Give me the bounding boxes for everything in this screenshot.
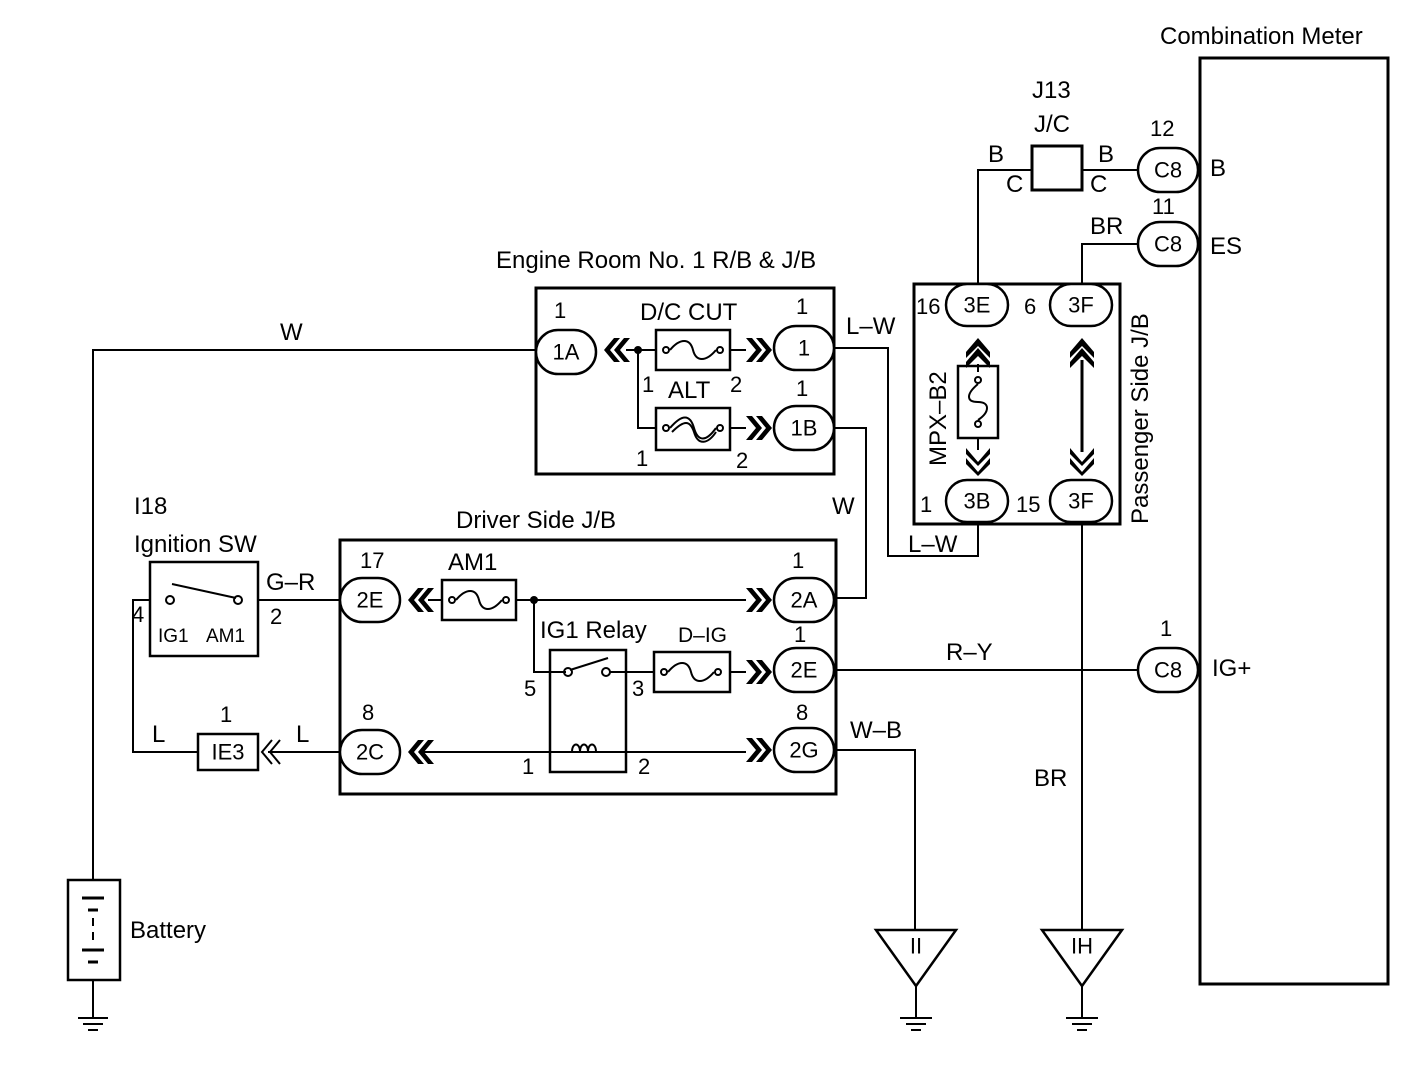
wire-l-right: L [296,721,309,748]
pin-1-1b: 1 [796,376,808,401]
wire-c-left: C [1006,171,1023,198]
wire-ry: R–Y [946,639,993,666]
meter-terminal-ig-plus: IG+ [1212,655,1251,682]
pin-1-alt: 1 [636,446,648,471]
pin-2-switch: 2 [270,604,282,629]
pin-6: 6 [1024,294,1036,319]
wire-c-right: C [1090,171,1107,198]
wire-lw-bottom: L–W [908,531,958,558]
wire-b-right: B [1098,141,1114,168]
jc-label: J/C [1034,111,1070,138]
pin-2-dc-cut: 2 [730,372,742,397]
pin-2-relay: 2 [638,754,650,779]
pin-1-3b: 1 [920,492,932,517]
wire-br-top: BR [1090,213,1123,240]
connector-c8-ig: C8 [1154,658,1182,683]
connector-2e-right: 2E [791,658,818,683]
fuse-mpx-b2-label: MPX–B2 [925,371,952,466]
pin-1-c8: 1 [1160,616,1172,641]
pin-4: 4 [132,602,144,627]
ig1-relay-label: IG1 Relay [540,617,647,644]
ignition-switch-code: I18 [134,493,167,520]
fuse-alt-label: ALT [668,377,711,404]
fuse-am1-label: AM1 [448,549,497,576]
combination-meter-title: Combination Meter [1160,23,1363,50]
pin-1a: 1 [554,298,566,323]
pin-12: 12 [1150,116,1174,141]
connector-2a: 2A [791,588,818,613]
meter-terminal-b: B [1210,155,1226,182]
connector-3b: 3B [964,489,991,514]
engine-room-junction-block: Engine Room No. 1 R/B & J/B 1A 1 D/C CUT… [496,247,836,476]
junction-connector-j13: J13 J/C B B C C [988,77,1114,198]
wire-b-left: B [988,141,1004,168]
ignition-switch: I18 Ignition SW IG1 AM1 4 [132,493,260,658]
pin-17: 17 [360,548,384,573]
battery: Battery [66,878,206,1031]
pin-1-ie3: 1 [220,702,232,727]
pin-15: 15 [1016,492,1040,517]
switch-ig1-label: IG1 [158,626,189,647]
wire-lw-top: L–W [846,313,896,340]
pin-3: 3 [632,676,644,701]
connector-1b: 1B [791,416,818,441]
wire-wb: W–B [850,717,902,744]
passenger-side-junction-block: 3E 16 3F 6 3B 1 3F 15 MPX–B2 Passenger S… [912,282,1154,526]
connector-3f-bottom: 3F [1068,489,1094,514]
wires [92,169,1138,930]
pin-1-2e: 1 [794,622,806,647]
pin-1-right: 1 [796,294,808,319]
connector-c8-es: C8 [1154,232,1182,257]
pin-8-2g: 8 [796,700,808,725]
driver-side-title: Driver Side J/B [456,507,616,534]
ignition-switch-title: Ignition SW [134,531,257,558]
pin-1-dc-cut: 1 [642,372,654,397]
engine-room-title: Engine Room No. 1 R/B & J/B [496,247,816,274]
battery-label: Battery [130,917,206,944]
ground-ih-label: IH [1071,934,1093,959]
ground-ii-label: II [910,934,922,959]
wire-br-vertical: BR [1034,765,1067,792]
ground-ii: II [873,928,959,1031]
fuse-d-ig-label: D–IG [678,624,727,647]
fuse-dc-cut-label: D/C CUT [640,299,738,326]
pin-5: 5 [524,676,536,701]
combination-meter: Combination Meter B ES IG+ [1160,23,1390,986]
connector-ie3: IE3 [211,740,244,765]
connector-3f-top: 3F [1068,293,1094,318]
meter-terminal-es: ES [1210,233,1242,260]
wire-gr: G–R [266,569,315,596]
pin-1-2a: 1 [792,548,804,573]
wire-w-right: W [832,493,855,520]
pin-16: 16 [916,294,940,319]
wire-l-left: L [152,721,165,748]
connector-2c: 2C [356,740,384,765]
j13-label: J13 [1032,77,1071,104]
pin-8-2c: 8 [362,700,374,725]
pin-2-alt: 2 [736,448,748,473]
connector-1a: 1A [553,340,580,365]
ground-ih: IH [1039,928,1125,1031]
meter-connectors: C8 12 C8 11 BR C8 1 [1090,116,1200,694]
switch-am1-label: AM1 [206,626,245,647]
pin-11: 11 [1152,194,1175,219]
connector-1: 1 [798,336,810,361]
connector-c8-b: C8 [1154,158,1182,183]
driver-side-junction-block: Driver Side J/B 2E 17 AM1 2A 1 IG1 Relay… [338,507,838,796]
connector-3e: 3E [964,293,991,318]
passenger-side-title: Passenger Side J/B [1127,313,1154,524]
wire-w-top: W [280,319,303,346]
connector-2e-left: 2E [357,588,384,613]
pin-1-relay: 1 [522,754,534,779]
connector-ie3-group: IE3 1 [196,702,281,772]
connector-2g: 2G [789,738,818,763]
